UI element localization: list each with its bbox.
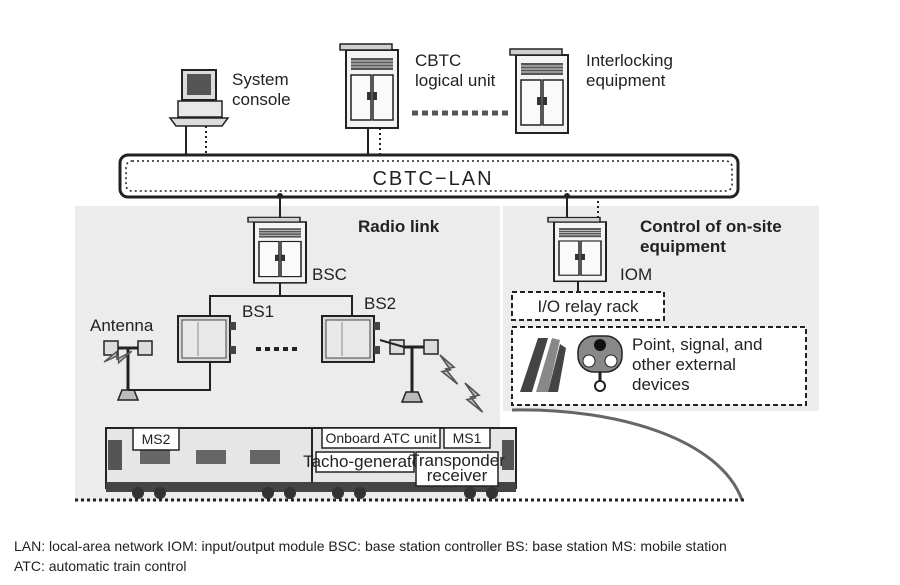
onboard-atc-label: Onboard ATC unit bbox=[325, 430, 436, 446]
legend-line-2: ATC: automatic train control bbox=[14, 558, 187, 574]
ms1-box bbox=[443, 427, 491, 449]
io-relay-rack-box bbox=[511, 291, 665, 321]
server-cabinet-icon bbox=[247, 216, 307, 284]
track-curve bbox=[511, 408, 744, 501]
bs1-label: BS1 bbox=[242, 302, 274, 321]
base-station-icon bbox=[321, 315, 381, 363]
cbtc-lan-label: CBTC−LAN bbox=[372, 168, 493, 190]
bsc-label: BSC bbox=[312, 265, 347, 284]
tacho-generator-label: Tacho-generator bbox=[303, 452, 427, 471]
desktop-computer-icon bbox=[168, 69, 230, 127]
cbtc-lan-bus bbox=[118, 153, 740, 199]
io-relay-rack-label: I/O relay rack bbox=[537, 297, 639, 316]
server-cabinet-icon bbox=[547, 216, 607, 283]
onboard-atc-box bbox=[321, 427, 441, 449]
base-station-icon bbox=[177, 315, 237, 363]
iom-label: IOM bbox=[620, 265, 652, 284]
signal-light-icon bbox=[577, 335, 623, 392]
legend-line-1: LAN: local-area network IOM: input/outpu… bbox=[14, 538, 727, 554]
abbreviation-legend: LAN: local-area network IOM: input/outpu… bbox=[14, 536, 894, 576]
server-cabinet-icon bbox=[339, 43, 399, 129]
ms2-label: MS2 bbox=[142, 431, 171, 447]
server-cabinet-icon bbox=[509, 48, 569, 134]
antenna-icon bbox=[389, 339, 439, 403]
antenna-label: Antenna bbox=[90, 316, 154, 335]
ms1-label: MS1 bbox=[453, 430, 482, 446]
transponder-box bbox=[415, 451, 499, 487]
antenna-icon bbox=[103, 340, 153, 401]
ms2-box bbox=[132, 427, 180, 451]
bs2-label: BS2 bbox=[364, 294, 396, 313]
tacho-generator-box bbox=[315, 451, 415, 473]
radio-link-label: Radio link bbox=[358, 217, 440, 236]
railway-point-icon bbox=[520, 338, 566, 392]
